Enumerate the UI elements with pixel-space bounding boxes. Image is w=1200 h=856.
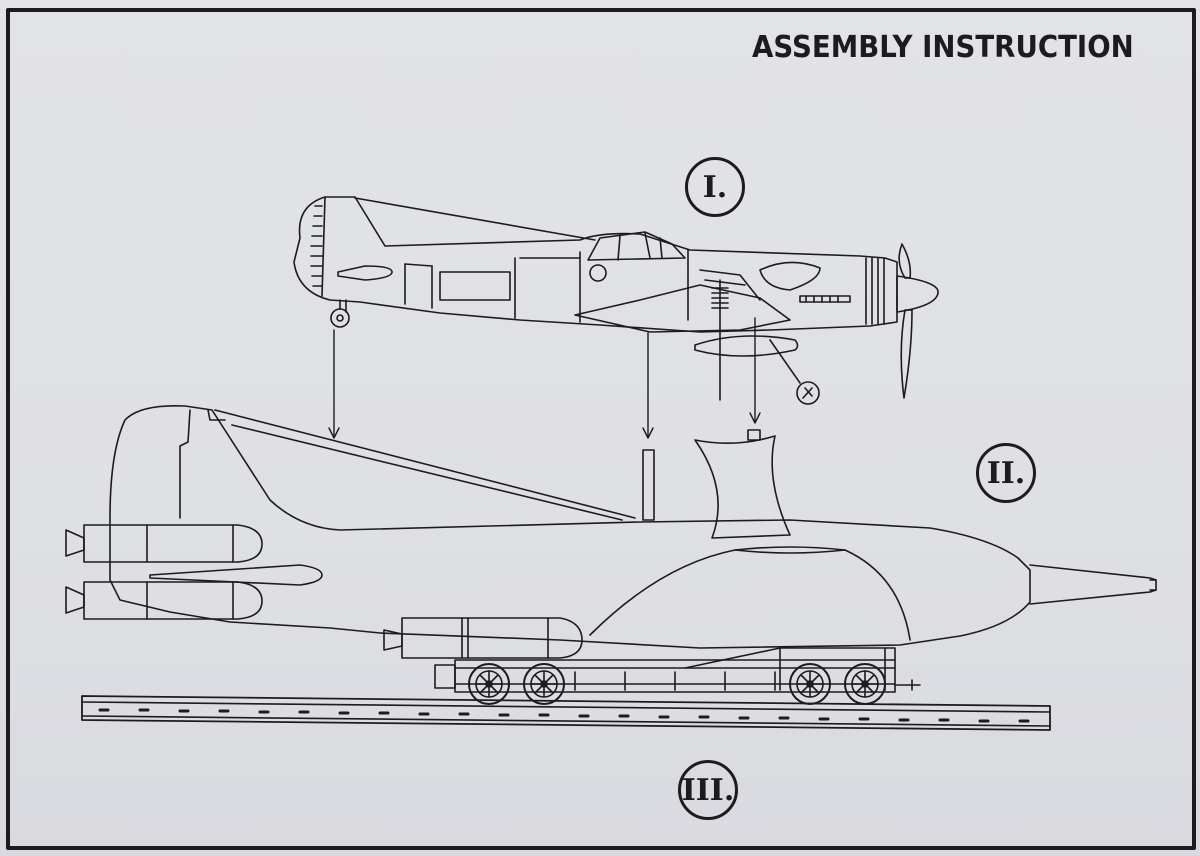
carrier-vehicle bbox=[65, 404, 1157, 659]
trolley-wheel bbox=[468, 663, 510, 705]
assembly-arrows bbox=[328, 317, 761, 439]
trolley-wheel bbox=[523, 663, 565, 705]
step-marker-label: II. bbox=[986, 455, 1026, 491]
railway-track bbox=[81, 695, 1051, 731]
trolley-wheel bbox=[844, 663, 886, 705]
step-marker-label: III. bbox=[681, 772, 735, 808]
page-title: ASSEMBLY INSTRUCTION bbox=[752, 30, 1134, 65]
step-marker-label: I. bbox=[702, 169, 728, 205]
step-marker-2: II. bbox=[976, 443, 1036, 503]
fighter-aircraft bbox=[293, 196, 939, 405]
sheet-border bbox=[6, 8, 1196, 850]
step-marker-1: I. bbox=[685, 157, 745, 217]
rail-trolley bbox=[434, 647, 921, 705]
step-marker-3: III. bbox=[678, 760, 738, 820]
